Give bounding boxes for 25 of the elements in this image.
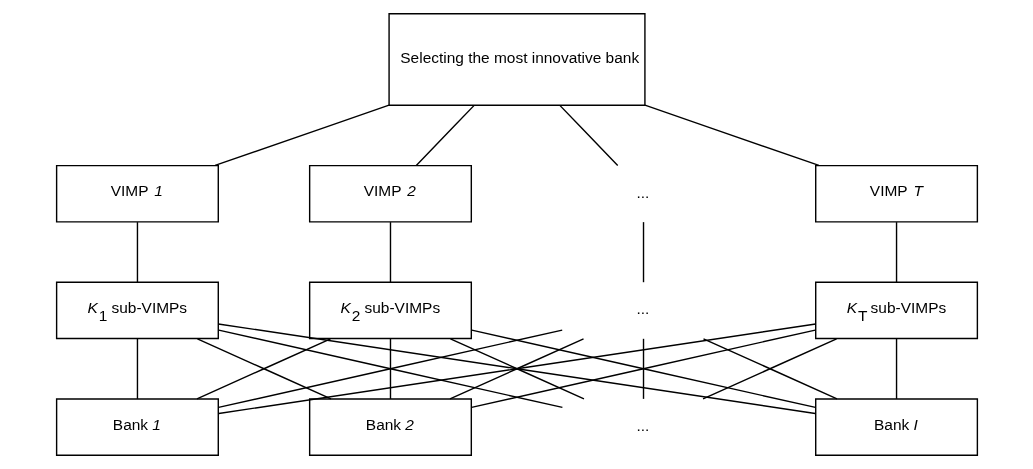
connector — [643, 104, 820, 167]
node-box: VIMP 2 — [308, 164, 472, 223]
node-box: Bank 1 — [55, 398, 219, 456]
connector — [642, 221, 644, 283]
node-text: ... — [635, 300, 649, 318]
connector — [136, 221, 138, 283]
connector — [389, 338, 391, 400]
node-box: Bank I — [814, 398, 978, 456]
connector — [213, 104, 390, 167]
connector — [136, 338, 138, 400]
connector — [558, 104, 618, 167]
node-text: ... — [635, 417, 649, 435]
connector — [895, 221, 897, 283]
node-box: Selecting the most innovative bank — [387, 13, 646, 106]
connector — [389, 221, 391, 283]
connector — [470, 329, 816, 409]
node-text: ... — [635, 183, 649, 201]
connector — [642, 338, 644, 400]
connector — [415, 104, 475, 167]
node-box: VIMP T — [814, 164, 978, 223]
connector — [217, 329, 563, 409]
node-box: VIMP 1 — [55, 164, 219, 223]
connector — [895, 338, 897, 400]
node-box: Bank 2 — [308, 398, 472, 456]
connector — [217, 323, 816, 415]
